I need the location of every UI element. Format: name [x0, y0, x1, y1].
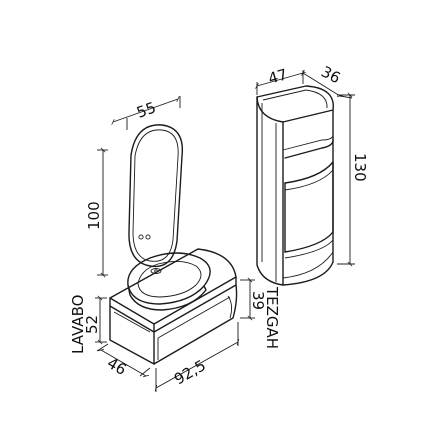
- cabinet-width-label: 47: [266, 65, 289, 88]
- sink-basin: [127, 252, 211, 311]
- mirror-height-label: 100: [85, 201, 103, 230]
- vanity-depth-dimension: 46: [96, 343, 151, 379]
- vanity-height-label: 52: [83, 315, 101, 334]
- vanity-unit: [109, 248, 238, 365]
- cabinet-depth-label: 36: [318, 63, 343, 88]
- vanity-counter-height-label: 39: [249, 291, 267, 310]
- vanity-depth-label: 46: [104, 354, 130, 379]
- cabinet-width-dimension: 47: [255, 65, 305, 95]
- cabinet-height-label: 130: [351, 153, 369, 182]
- tall-side-cabinet: [256, 85, 334, 286]
- mirror-switch-icon: [145, 234, 151, 240]
- vanity-height-dimension: 52 LAVABO: [69, 295, 107, 354]
- tezgah-label: TEZGAH: [263, 286, 281, 349]
- vanity-counter-height-dimension: 39 TEZGAH: [240, 277, 281, 349]
- mirror-width-dimension: 55: [111, 96, 181, 130]
- oval-mirror: [128, 124, 184, 268]
- mirror-width-label: 55: [134, 98, 158, 121]
- lavabo-label: LAVABO: [69, 295, 87, 354]
- mirror-height-dimension: 100: [85, 147, 108, 278]
- mirror-switch-icon: [138, 234, 144, 240]
- cabinet-height-dimension: 130: [337, 92, 369, 267]
